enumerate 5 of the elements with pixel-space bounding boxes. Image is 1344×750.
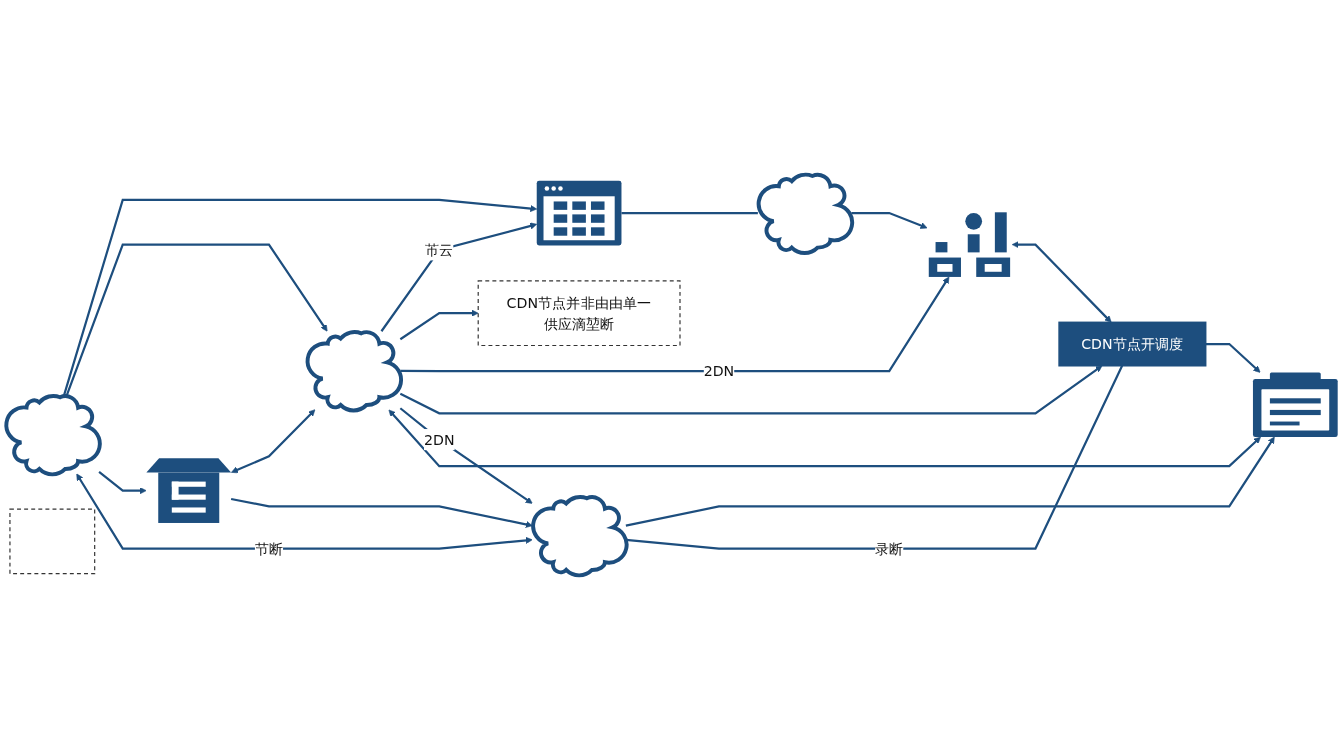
edge-label: 2DN	[703, 362, 735, 380]
edge-label: 2DN	[423, 431, 455, 448]
edge-label: 录断	[875, 540, 904, 557]
edge-label: 节断	[254, 540, 284, 557]
edge-label: 芇云	[425, 241, 454, 259]
